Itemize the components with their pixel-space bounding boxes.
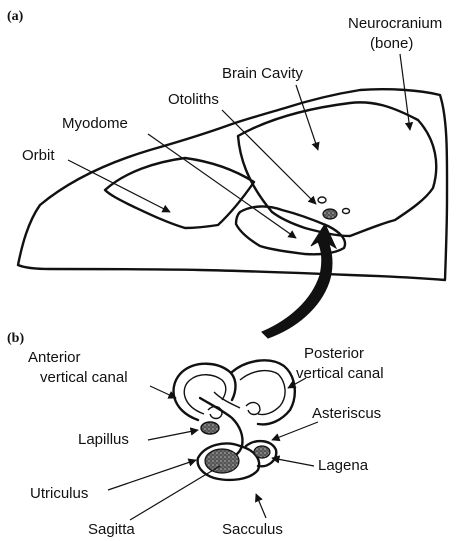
label-lapillus: Lapillus [78, 431, 129, 448]
pointer-sacculus [256, 494, 266, 518]
panel-label-b: (b) [7, 331, 24, 346]
label-posterior-vertical-canal: Posterior [304, 345, 364, 362]
label-anterior-vertical-canal: Anterior [28, 349, 81, 366]
pointer-lapillus [148, 430, 198, 440]
pointer-brain-cavity [296, 85, 318, 150]
label-neurocranium: Neurocranium [348, 15, 442, 32]
label-neurocranium-bone: (bone) [370, 35, 413, 52]
pointer-anterior-canal [150, 386, 176, 398]
pointer-asteriscus [272, 422, 318, 440]
label-myodome: Myodome [62, 115, 128, 132]
label-anterior-vertical-canal-line2: vertical canal [40, 369, 128, 386]
pointer-sagitta [130, 466, 220, 520]
label-utriculus: Utriculus [30, 485, 88, 502]
panel-label-a: (a) [7, 9, 24, 24]
label-brain-cavity: Brain Cavity [222, 65, 303, 82]
pointer-neurocranium [400, 54, 410, 130]
label-sacculus: Sacculus [222, 521, 283, 538]
pointer-orbit [68, 160, 170, 212]
label-otoliths: Otoliths [168, 91, 219, 108]
pointer-otoliths [222, 110, 316, 204]
label-sagitta: Sagitta [88, 521, 135, 538]
otoliths-marks [318, 197, 350, 219]
pointer-lagena [272, 458, 314, 466]
label-lagena: Lagena [318, 457, 369, 474]
label-orbit: Orbit [22, 147, 55, 164]
large-curved-arrow [262, 224, 336, 338]
pointer-utriculus [108, 460, 196, 490]
label-asteriscus: Asteriscus [312, 405, 381, 422]
label-posterior-vertical-canal-line2: vertical canal [296, 365, 384, 382]
